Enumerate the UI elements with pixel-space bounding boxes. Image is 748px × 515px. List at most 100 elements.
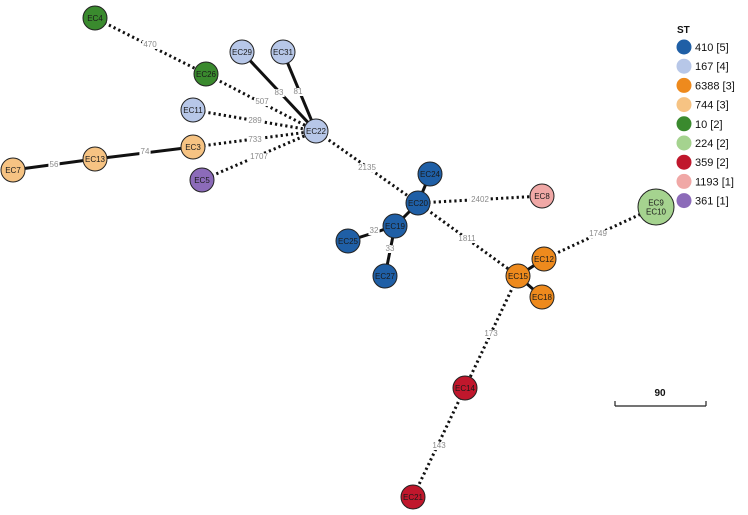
- node-label: EC20: [408, 199, 429, 208]
- node-ec15: EC15: [505, 263, 531, 289]
- edge-ec14-ec21: [411, 387, 467, 498]
- edge-distance-label: 32: [370, 226, 379, 235]
- legend-item: 744 [3]: [676, 97, 729, 113]
- legend-item: 224 [2]: [676, 135, 729, 151]
- legend-label: 1193 [1]: [695, 176, 734, 188]
- legend-label: 361 [1]: [695, 196, 729, 208]
- edge-distance-label: 289: [248, 116, 262, 125]
- node-ec24: EC24: [417, 161, 443, 187]
- node-circle: [400, 484, 426, 510]
- node-circle: [180, 134, 206, 160]
- edge-label-background: [368, 227, 380, 235]
- legend-label: 167 [4]: [695, 61, 729, 73]
- legend-title: ST: [677, 25, 690, 36]
- edge-label-background: [292, 88, 304, 96]
- node-ec20: EC20: [405, 190, 431, 216]
- node-ec18: EC18: [529, 284, 555, 310]
- node-label: EC24: [420, 170, 441, 179]
- node-label: EC26: [196, 70, 217, 79]
- edge-distance-label: 1707: [250, 152, 268, 161]
- node-label: EC7: [5, 166, 21, 175]
- node-label: EC27: [375, 272, 396, 281]
- node-label: EC22: [306, 127, 327, 136]
- legend-label: 6388 [3]: [695, 80, 735, 92]
- edge-label-background: [431, 442, 447, 450]
- edge-label-background: [384, 245, 396, 253]
- node-ec14: EC14: [452, 375, 478, 401]
- node-label: EC25: [338, 237, 359, 246]
- node-circle: [529, 183, 555, 209]
- node-circle: [335, 228, 361, 254]
- node-label: EC19: [385, 222, 406, 231]
- node-ec12: EC12: [531, 246, 557, 272]
- edge-distance-label: 507: [255, 97, 269, 106]
- node-ec19: EC19: [382, 213, 408, 239]
- node-label: EC11: [183, 106, 203, 115]
- edge-label-background: [456, 235, 478, 243]
- node-circle: [417, 161, 443, 187]
- edge-label-background: [142, 41, 158, 49]
- node-ec25: EC25: [335, 228, 361, 254]
- node-circle: [180, 97, 206, 123]
- edge-distance-label: 470: [143, 40, 157, 49]
- legend-swatch: [676, 135, 692, 151]
- node-label: EC18: [532, 293, 553, 302]
- edge-distance-label: 81: [294, 87, 303, 96]
- edge-label-background: [483, 330, 499, 338]
- legend-swatch: [676, 193, 692, 209]
- edge-distance-label: 2402: [471, 195, 489, 204]
- node-ec21: EC21: [400, 484, 426, 510]
- legend-item: 410 [5]: [676, 39, 729, 55]
- node-ec5: EC5: [189, 167, 215, 193]
- node-label: EC14: [455, 384, 476, 393]
- node-ec27: EC27: [372, 263, 398, 289]
- node-label: EC13: [85, 155, 106, 164]
- scale-bar: 90: [614, 388, 707, 407]
- legend-item: 167 [4]: [676, 58, 729, 74]
- node-circle: [82, 146, 108, 172]
- node-ec22: EC22: [303, 118, 329, 144]
- legend-swatch: [676, 39, 692, 55]
- legend-item: 6388 [3]: [676, 77, 735, 93]
- edge-distance-label: 83: [275, 88, 284, 97]
- node-ec4: EC4: [82, 5, 108, 31]
- node-circle: [303, 118, 329, 144]
- legend-swatch: [676, 116, 692, 132]
- edge-distance-label: 1811: [458, 234, 476, 243]
- node-label: EC29: [232, 48, 253, 57]
- node-circle: [189, 167, 215, 193]
- edge-label-background: [247, 136, 263, 144]
- edge-label-background: [48, 161, 60, 169]
- node-label: EC31: [273, 48, 294, 57]
- node-circle: [452, 375, 478, 401]
- edge-label-background: [254, 98, 270, 106]
- edge-label-background: [273, 89, 285, 97]
- node-label: EC8: [534, 192, 550, 201]
- node-circle: [270, 39, 296, 65]
- legend-swatch: [676, 97, 692, 113]
- node-label: EC10: [646, 208, 667, 217]
- edge-label-background: [247, 117, 263, 125]
- node-ec11: EC11: [180, 97, 206, 123]
- scale-bar-label: 90: [654, 388, 666, 399]
- edge-distance-label: 173: [484, 329, 498, 338]
- legend-items: 410 [5] 167 [4] 6388 [3] 744 [3] 10 [2] 224 […: [676, 39, 735, 209]
- node-ec31: EC31: [270, 39, 296, 65]
- node-ec13: EC13: [82, 146, 108, 172]
- legend-swatch: [676, 58, 692, 74]
- node-circle: [382, 213, 408, 239]
- node-ec3: EC3: [180, 134, 206, 160]
- edge-label-background: [139, 148, 151, 156]
- legend-label: 10 [2]: [695, 119, 723, 131]
- node-circle: [637, 188, 675, 226]
- node-ec7: EC7: [0, 157, 26, 183]
- legend-swatch: [676, 173, 692, 189]
- legend-swatch: [676, 154, 692, 170]
- edge-distance-label: 733: [248, 135, 262, 144]
- legend: ST 410 [5] 167 [4] 6388 [3] 744 [3] 10 [2] 22…: [676, 25, 735, 209]
- legend-item: 359 [2]: [676, 154, 729, 170]
- legend-label: 410 [5]: [695, 42, 729, 54]
- node-label: EC9: [648, 199, 664, 208]
